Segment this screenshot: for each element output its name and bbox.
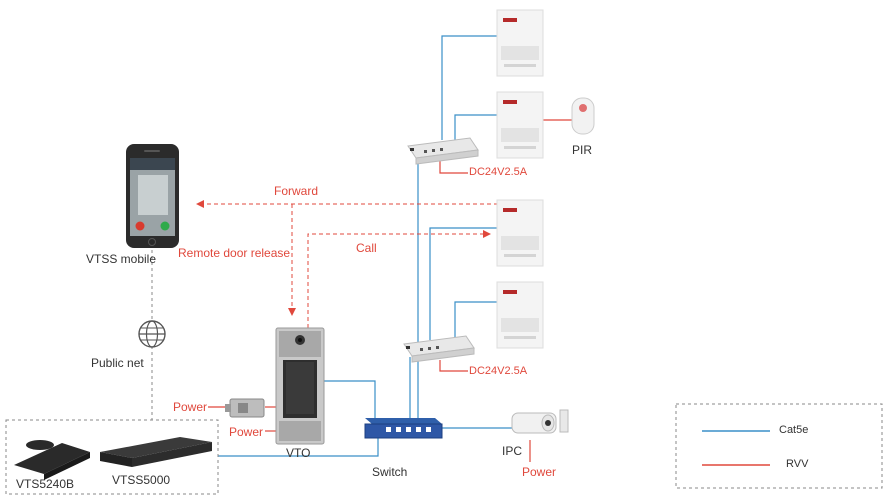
- rack-server-icon: [100, 437, 212, 467]
- smartphone-icon: [126, 144, 179, 248]
- legend-cat5e-label: Cat5e: [779, 424, 809, 436]
- indoor-monitor-icon: [496, 9, 544, 77]
- dc-top-label: DC24V2.5A: [469, 166, 528, 178]
- bullet-camera-icon: [511, 409, 569, 434]
- globe-icon: [138, 320, 166, 348]
- indoor-monitors: [496, 9, 544, 349]
- signal-lines: [196, 200, 497, 328]
- vtss5240b-label: VTS5240B: [16, 477, 75, 491]
- vto-label: VTO: [286, 446, 311, 460]
- door-station-icon: [275, 327, 325, 445]
- indoor-monitor-icon: [496, 281, 544, 349]
- power-ipc-label: Power: [522, 465, 557, 479]
- server-zone-box: [5, 419, 219, 495]
- rvv-wiring: [208, 119, 572, 462]
- legend-box: [675, 403, 883, 489]
- poe-switch-icon: [403, 335, 475, 363]
- pir-label: PIR: [572, 143, 593, 157]
- switch-label: Switch: [372, 465, 408, 479]
- forward-label: Forward: [274, 184, 319, 198]
- power-vto-label: Power: [229, 425, 264, 439]
- call-label: Call: [356, 241, 377, 255]
- remote-door-release-label: Remote door release: [178, 246, 291, 260]
- pir-sensor-icon: [571, 97, 595, 135]
- ipc-label: IPC: [502, 444, 523, 458]
- legend-rvv-label: RVV: [786, 458, 809, 470]
- network-switch-icon: [364, 418, 443, 439]
- desk-console-icon: [14, 440, 90, 480]
- vtss5000-label: VTSS5000: [112, 473, 171, 487]
- power-lock-label: Power: [173, 400, 208, 414]
- indoor-monitor-icon: [496, 91, 544, 159]
- vtss-mobile-label: VTSS mobile: [86, 252, 157, 266]
- indoor-monitor-icon: [496, 199, 544, 267]
- electric-lock-icon: [225, 398, 265, 418]
- public-net-label: Public net: [91, 356, 144, 370]
- dc-bottom-label: DC24V2.5A: [469, 365, 528, 377]
- poe-switch-icon: [407, 137, 479, 165]
